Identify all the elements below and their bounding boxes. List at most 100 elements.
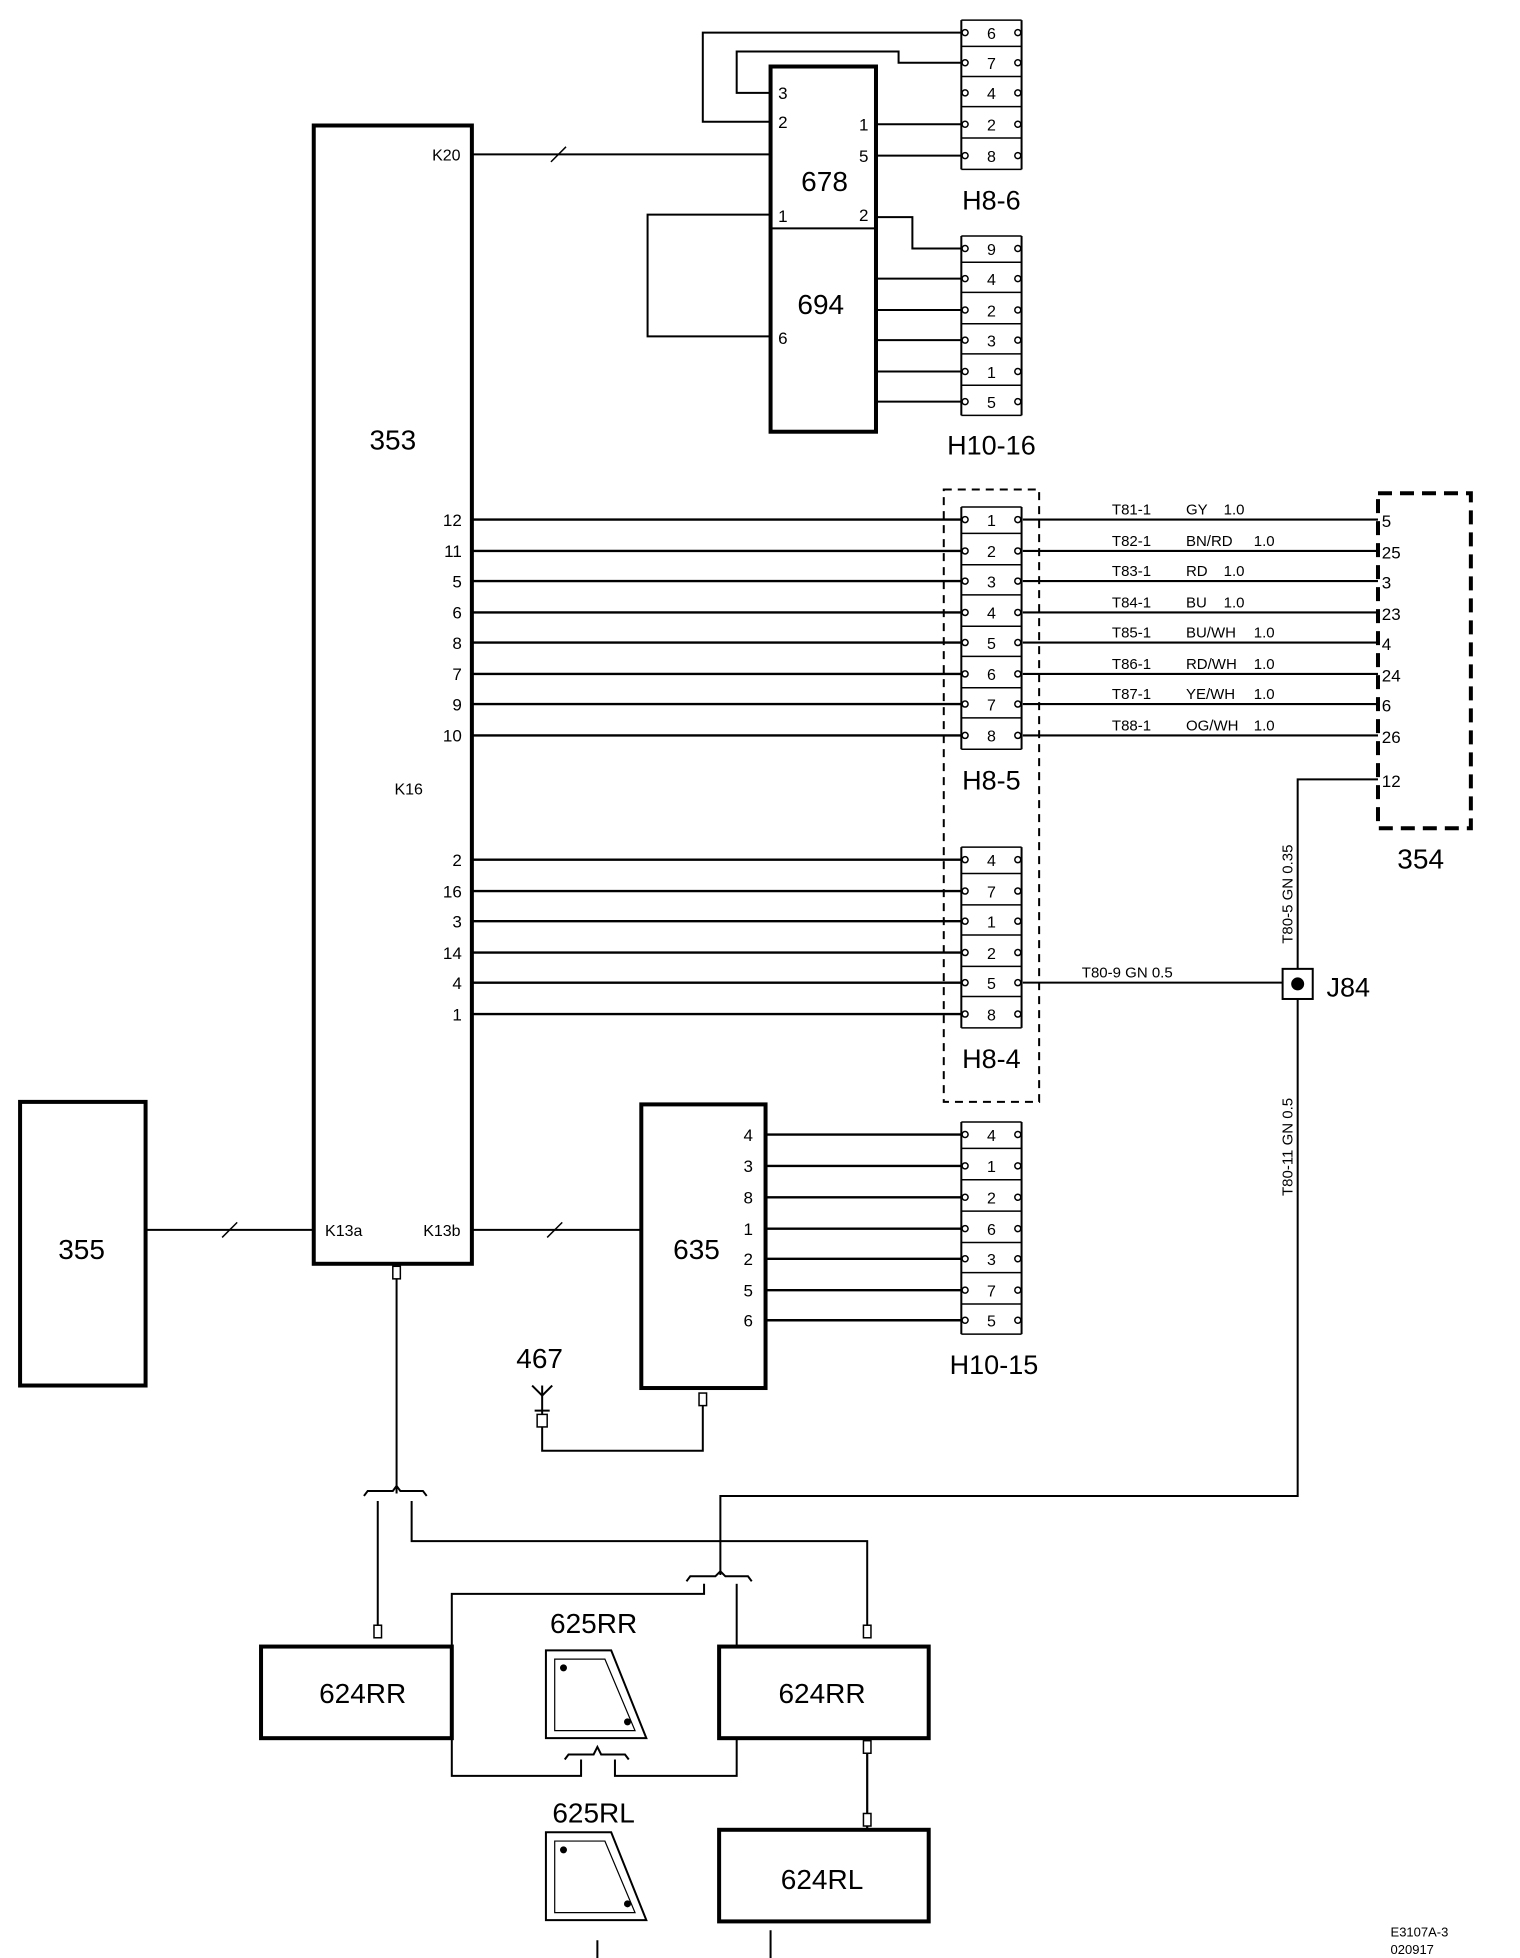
h8-5-h8-4-frame	[942, 488, 1041, 1103]
terminal-right	[1014, 608, 1022, 617]
terminal-left	[961, 515, 969, 524]
module-678-label: 678	[801, 166, 848, 197]
terminal-left	[961, 1010, 969, 1018]
wire-id-label: T81-1	[1112, 502, 1151, 519]
window-625rl-label: 625RL	[552, 1797, 635, 1828]
k16-pin: 7	[452, 665, 461, 684]
h8-5-pin: 8	[987, 729, 996, 746]
module-624rr-left	[259, 1644, 454, 1741]
h10-15-pin: 3	[987, 1252, 996, 1269]
wire-id-label: T85-1	[1112, 625, 1151, 642]
625rl-window-inner	[554, 1840, 636, 1914]
h10-15-label: H10-15	[950, 1350, 1039, 1380]
h8-5-pin: 2	[987, 544, 996, 561]
625rr-window	[544, 1649, 648, 1740]
terminal-left	[961, 120, 969, 128]
terminal-right	[1014, 151, 1022, 160]
h8-6-pin: 6	[987, 26, 996, 43]
terminal-left	[961, 244, 969, 253]
terminal-right	[1014, 670, 1022, 678]
terminal-left	[961, 948, 969, 957]
354-pin: 24	[1382, 666, 1401, 685]
module-624rr-right-label: 624RR	[778, 1678, 865, 1709]
terminal-right	[1014, 1316, 1022, 1325]
terminal-left	[961, 151, 969, 160]
terminal-left	[961, 89, 969, 97]
terminal-right	[1014, 1010, 1022, 1018]
terminal-left	[961, 397, 969, 406]
terminal-right	[1014, 547, 1022, 555]
wire-color-label: RD/WH	[1186, 656, 1237, 673]
wire-bundle-brace	[563, 1744, 630, 1761]
wire-625rr-right	[613, 1738, 738, 1777]
635-pin: 6	[744, 1312, 753, 1331]
k16-pin: 5	[452, 572, 461, 591]
terminal-right	[1014, 1130, 1022, 1139]
antenna-plug	[536, 1413, 548, 1428]
wire-size-label: 1.0	[1224, 502, 1245, 519]
t80-5-label: T80-5 GN 0.35	[1280, 845, 1297, 944]
wire-t80-11	[719, 997, 1299, 1576]
h8-6-pin: 7	[987, 56, 996, 73]
k16-pin: 6	[452, 604, 461, 623]
antenna-467-label: 467	[516, 1343, 563, 1374]
terminal-right	[1014, 577, 1022, 585]
h8-6-label: H8-6	[962, 186, 1021, 216]
footer-code: E3107A-3	[1391, 1924, 1449, 1939]
625rr-window-grid-dot	[624, 1718, 631, 1726]
terminal-right	[1014, 367, 1022, 376]
terminal-left	[961, 855, 969, 864]
terminal-right	[1014, 887, 1022, 895]
k16-pin: 12	[443, 511, 462, 530]
terminal-left	[961, 274, 969, 283]
wire-size-label: 1.0	[1224, 563, 1245, 580]
354-pin: 6	[1382, 697, 1391, 716]
wire-size-label: 1.0	[1254, 625, 1275, 642]
j84-label: J84	[1327, 972, 1371, 1002]
wire-t80-5	[1296, 778, 1378, 983]
terminal-left	[961, 367, 969, 376]
354-pin: 23	[1382, 605, 1401, 624]
k16-pin: 14	[443, 944, 462, 963]
module-635-label: 635	[673, 1234, 720, 1265]
connector-strips	[960, 19, 1023, 1335]
h8-4-pin: 7	[987, 884, 996, 901]
bundle-slash	[221, 1221, 238, 1238]
678-pin: 2	[778, 113, 787, 132]
wire-size-label: 1.0	[1254, 717, 1275, 734]
terminal-left	[961, 1316, 969, 1325]
bundle-slash	[546, 1221, 563, 1238]
terminal-left	[961, 28, 969, 37]
678-pin: 1	[859, 116, 868, 135]
635-pin: 2	[744, 1250, 753, 1269]
j84-node	[1291, 977, 1305, 991]
wire-bundle-brace	[685, 1569, 753, 1582]
terminal-right	[1014, 638, 1022, 647]
k16-pin: 4	[452, 974, 461, 993]
terminal-left	[961, 1255, 969, 1263]
wires	[145, 31, 1378, 1958]
wire-id-label: T86-1	[1112, 656, 1151, 673]
terminal-right	[1014, 917, 1022, 925]
h10-15-pin: 7	[987, 1283, 996, 1300]
terminal-right	[1014, 120, 1022, 128]
terminal-right	[1014, 515, 1022, 524]
625rl-window	[544, 1831, 648, 1922]
plug	[698, 1392, 708, 1407]
h8-5-pin: 4	[987, 606, 996, 623]
h8-5-pin: 6	[987, 667, 996, 684]
k16-pin: 2	[452, 851, 461, 870]
module-355	[18, 1099, 148, 1388]
terminal-left	[961, 306, 969, 314]
module-624rl-label: 624RL	[781, 1864, 864, 1895]
wire-color-label: BN/RD	[1186, 533, 1233, 550]
wire-625rl	[596, 1930, 772, 1958]
h10-16-pin: 5	[987, 395, 996, 412]
terminal-left	[961, 887, 969, 895]
antenna-symbol	[531, 1384, 553, 1397]
wire-678-694-loop	[646, 213, 771, 338]
terminal-left	[961, 608, 969, 617]
terminal-right	[1014, 89, 1022, 97]
h8-6-pin: 8	[987, 149, 996, 166]
